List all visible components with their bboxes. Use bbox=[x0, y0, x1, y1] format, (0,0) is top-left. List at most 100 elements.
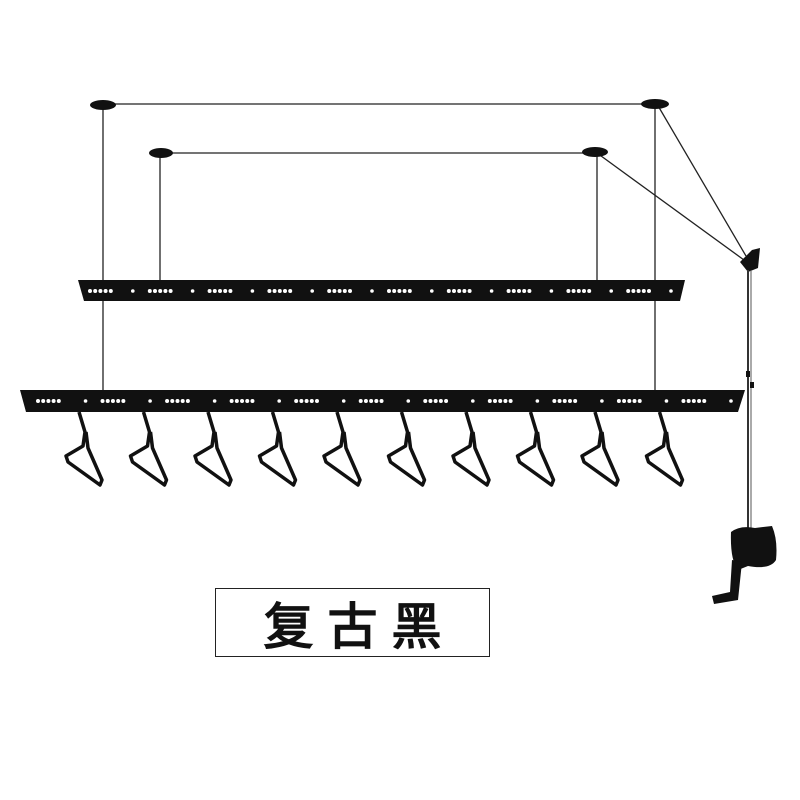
bar-hole bbox=[681, 399, 686, 403]
bar-hole bbox=[609, 289, 613, 293]
bar-hole bbox=[462, 289, 467, 293]
bar-hole bbox=[342, 289, 347, 293]
ceiling-mounts bbox=[90, 99, 669, 158]
bar-hole bbox=[506, 289, 511, 293]
hanger bbox=[193, 411, 233, 487]
bar-hole bbox=[686, 399, 691, 403]
bar-hole bbox=[369, 399, 374, 403]
bar-hole bbox=[88, 289, 92, 293]
bar-hole bbox=[573, 399, 578, 403]
bar-hole bbox=[175, 399, 180, 403]
bar-hole bbox=[358, 399, 363, 403]
bar-hole bbox=[250, 399, 255, 403]
bar-hole bbox=[397, 289, 402, 293]
ceiling-mount bbox=[641, 99, 669, 109]
bar-hole bbox=[552, 399, 557, 403]
bar-hole bbox=[535, 399, 540, 403]
bar-hole bbox=[508, 399, 513, 403]
bar-hole bbox=[549, 289, 554, 293]
bar-hole bbox=[363, 399, 368, 403]
bar-hole bbox=[229, 399, 234, 403]
bar-hole bbox=[632, 399, 637, 403]
bar-hole bbox=[452, 289, 456, 293]
pole-clip bbox=[746, 371, 750, 377]
bar-hole bbox=[170, 399, 175, 403]
hanger bbox=[386, 411, 427, 487]
bar-hole bbox=[93, 289, 98, 293]
pulley-bracket-icon bbox=[740, 248, 760, 272]
bar-hole bbox=[310, 289, 315, 293]
bar-hole bbox=[571, 289, 576, 293]
bar-hole bbox=[641, 289, 646, 293]
bar-hole bbox=[430, 289, 434, 293]
bar-hole bbox=[36, 399, 40, 403]
bar-hole bbox=[467, 289, 472, 293]
bar-hole bbox=[527, 289, 532, 293]
bar-hole bbox=[180, 399, 185, 403]
bar-hole bbox=[100, 399, 105, 403]
hanger bbox=[580, 411, 620, 487]
bar-hole bbox=[207, 289, 212, 293]
bar-hole bbox=[697, 399, 702, 403]
bar-hole bbox=[108, 289, 113, 293]
bar-hole bbox=[444, 399, 449, 403]
bar-hole bbox=[304, 399, 309, 403]
bar-hole bbox=[407, 289, 412, 293]
bar-hole bbox=[121, 399, 126, 403]
bar-hole bbox=[131, 289, 135, 293]
crank-handle bbox=[712, 560, 742, 604]
bar-hole-pattern bbox=[36, 289, 733, 403]
bar-hole bbox=[163, 289, 168, 293]
cable-diagonal bbox=[596, 152, 745, 261]
hanger bbox=[644, 411, 685, 487]
bar-hole bbox=[348, 289, 352, 293]
bar-hole bbox=[223, 289, 228, 293]
bar-hole bbox=[41, 399, 46, 403]
bar-hole bbox=[277, 289, 282, 293]
color-label-box: 复古黑 bbox=[215, 588, 490, 657]
color-label: 复古黑 bbox=[263, 596, 456, 656]
bar-hole bbox=[600, 399, 604, 403]
bar-hole bbox=[406, 399, 411, 403]
bar-hole bbox=[402, 289, 407, 293]
hand-crank-pole bbox=[712, 248, 777, 604]
bar-hole bbox=[212, 289, 217, 293]
hanger bbox=[64, 411, 104, 487]
bar-hole bbox=[234, 399, 239, 403]
bar-hole bbox=[582, 289, 586, 293]
bar-hole bbox=[702, 399, 707, 403]
bar-hole bbox=[370, 289, 374, 293]
bar-hole bbox=[185, 399, 190, 403]
bar-hole bbox=[228, 289, 233, 293]
ceiling-mount bbox=[582, 147, 608, 157]
bar-hole bbox=[626, 289, 631, 293]
bar-hole bbox=[240, 399, 245, 403]
bar-hole bbox=[309, 399, 314, 403]
bar-hole bbox=[148, 399, 152, 403]
bar-hole bbox=[567, 399, 572, 403]
bar-hole bbox=[379, 399, 384, 403]
bar-hole bbox=[168, 289, 173, 293]
bar-hole bbox=[517, 289, 521, 293]
bar-hole bbox=[446, 289, 451, 293]
bar-hole bbox=[489, 289, 494, 293]
bar-hole bbox=[147, 289, 152, 293]
bar-hole bbox=[631, 289, 636, 293]
bar-hole bbox=[299, 399, 304, 403]
bar-hole bbox=[576, 289, 581, 293]
hangers bbox=[64, 411, 685, 487]
bar-hole bbox=[277, 399, 281, 403]
bar-hole bbox=[627, 399, 632, 403]
hanger bbox=[128, 411, 169, 487]
hanger bbox=[451, 411, 491, 487]
bar-hole bbox=[103, 289, 108, 293]
bar-hole bbox=[729, 399, 733, 403]
upper-bar bbox=[78, 280, 685, 301]
cable-diagonal bbox=[656, 103, 747, 257]
bar-hole bbox=[288, 289, 293, 293]
bar-hole bbox=[267, 289, 272, 293]
bar-hole bbox=[165, 399, 170, 403]
bar-hole bbox=[212, 399, 217, 403]
bar-hole bbox=[374, 399, 379, 403]
